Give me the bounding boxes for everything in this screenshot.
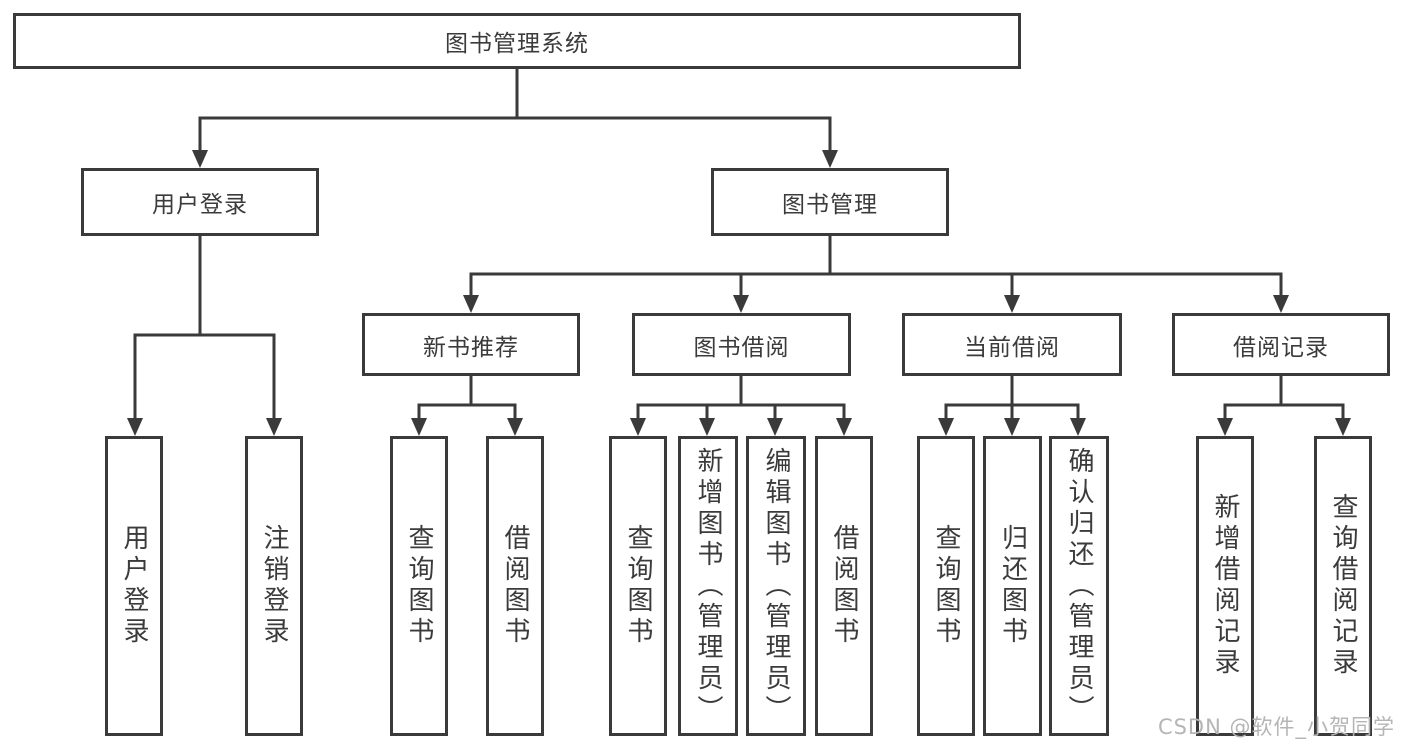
node-library-system: 图书管理系统: [13, 13, 1021, 69]
leaf-add-borrow-record-label: 新增借阅记录: [1210, 493, 1240, 679]
node-user-login-branch-label: 用户登录: [152, 192, 248, 218]
node-current-borrowing: 当前借阅: [902, 313, 1122, 376]
node-book-management-label: 图书管理: [782, 192, 878, 218]
node-book-borrowing: 图书借阅: [632, 313, 851, 376]
leaf-query-books-newbook: 查询图书: [390, 436, 448, 736]
leaf-query-books-borrowing: 查询图书: [609, 436, 667, 736]
leaf-logout: 注销登录: [245, 436, 303, 736]
connector-book-mgmt-children: [469, 236, 1283, 297]
leaf-user-login: 用户登录: [105, 436, 163, 736]
node-new-book-recommend-label: 新书推荐: [423, 334, 519, 361]
leaf-borrow-books-borrowing: 借阅图书: [815, 436, 873, 736]
leaf-borrow-books-newbook-label: 借阅图书: [500, 524, 530, 648]
node-current-borrowing-label: 当前借阅: [964, 334, 1060, 361]
node-user-login-branch: 用户登录: [81, 168, 319, 236]
leaf-logout-label: 注销登录: [259, 524, 289, 648]
leaf-query-books-current-label: 查询图书: [931, 524, 961, 648]
node-library-system-label: 图书管理系统: [445, 31, 589, 57]
node-book-management: 图书管理: [711, 168, 949, 236]
leaf-return-books-label: 归还图书: [997, 524, 1028, 648]
leaf-query-books-newbook-label: 查询图书: [404, 524, 434, 648]
leaf-return-books: 归还图书: [983, 436, 1042, 736]
node-borrowing-records: 借阅记录: [1172, 313, 1390, 376]
leaf-query-books-borrowing-label: 查询图书: [623, 524, 653, 648]
connector-user-login-children: [133, 236, 276, 420]
connector-root-to-level2: [198, 67, 832, 152]
leaf-query-borrow-record: 查询借阅记录: [1314, 436, 1372, 736]
connector-new-book-children: [417, 376, 517, 420]
csdn-watermark: CSDN @软件_小贺同学: [1157, 715, 1395, 739]
node-book-borrowing-label: 图书借阅: [693, 334, 790, 361]
leaf-confirm-return-admin-label: 确认归还（管理员）: [1064, 446, 1094, 726]
leaf-query-books-current: 查询图书: [917, 436, 975, 736]
connector-current-borrow-children: [944, 376, 1080, 420]
leaf-add-borrow-record: 新增借阅记录: [1196, 436, 1254, 736]
connector-book-borrow-children: [636, 376, 846, 420]
node-borrowing-records-label: 借阅记录: [1233, 334, 1329, 361]
leaf-edit-books-admin-label: 编辑图书（管理员）: [761, 446, 791, 726]
leaf-confirm-return-admin: 确认归还（管理员）: [1049, 436, 1109, 736]
leaf-edit-books-admin: 编辑图书（管理员）: [746, 436, 806, 736]
arrowheads: [127, 150, 1351, 436]
leaf-borrow-books-newbook: 借阅图书: [486, 436, 544, 736]
leaf-borrow-books-borrowing-label: 借阅图书: [829, 524, 859, 648]
connector-borrow-records-children: [1223, 376, 1345, 420]
node-new-book-recommend: 新书推荐: [362, 313, 580, 376]
leaf-query-borrow-record-label: 查询借阅记录: [1328, 493, 1358, 679]
leaf-add-books-admin: 新增图书（管理员）: [678, 436, 738, 736]
leaf-user-login-label: 用户登录: [119, 524, 149, 648]
leaf-add-books-admin-label: 新增图书（管理员）: [693, 446, 723, 726]
